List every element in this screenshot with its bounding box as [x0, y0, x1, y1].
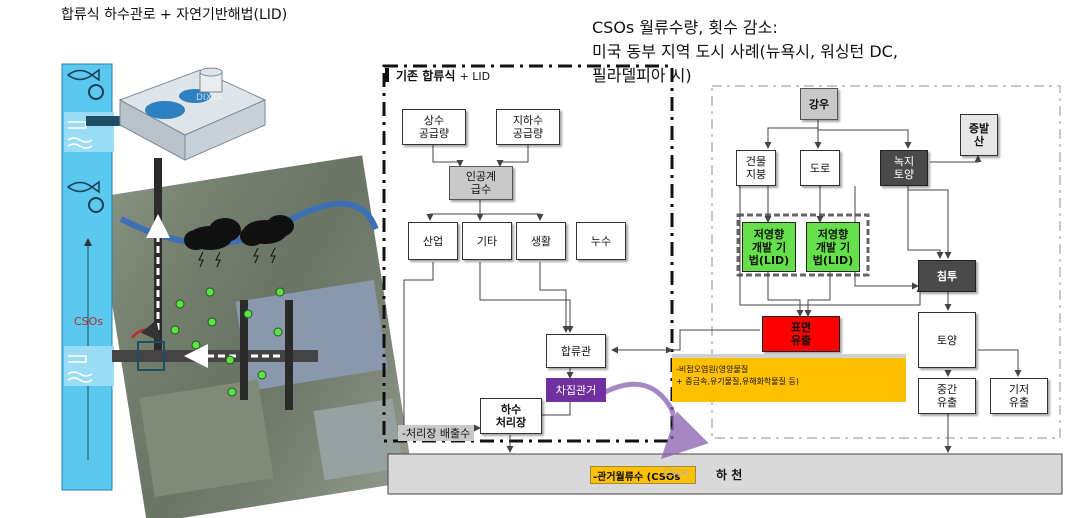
- lid-node-1: 저영향 개발 기 법(LID): [742, 222, 796, 272]
- left-title: 합류식 하수관로 + 자연기반해법(LID): [61, 7, 288, 23]
- fish-icon: [66, 68, 100, 194]
- frame-title-marker: [385, 68, 389, 82]
- header-line-1: CSOs 월류수량, 횟수 감소:: [592, 18, 778, 37]
- pollutant-note-line1: -비점오염원(영양물질: [676, 365, 749, 374]
- header-line-3: 필라델피아 시): [592, 66, 692, 85]
- lid-point-icon: [170, 287, 285, 397]
- infiltration-node: 침투: [918, 260, 976, 292]
- evaporation-node: 증발 산: [960, 114, 998, 156]
- road-node: 도로: [800, 150, 840, 186]
- ground-water-node: 지하수 공급량: [496, 109, 560, 145]
- industry-node: 산업: [408, 222, 458, 260]
- green-soil-node: 녹지 토양: [880, 150, 928, 186]
- discharge-label: -처리장 배출수: [398, 425, 475, 441]
- cso-tag-text: -관거월류수 (CSOs: [593, 472, 681, 483]
- intercept-pipe-node: 차집관거: [546, 378, 606, 402]
- cso-tag-tail: CSOs: [663, 468, 690, 479]
- pollutant-note-line2: + 중금속,유기물질,유해화학물질 등): [676, 377, 800, 386]
- other-node: 기타: [462, 222, 512, 260]
- frame-title-suffix: + LID: [459, 70, 491, 83]
- interflow-node: 중간 유출: [918, 378, 976, 414]
- aerial-map: [95, 155, 414, 518]
- header-line-2: 미국 동부 지역 도시 사례(뉴욕시, 워싱턴 DC,: [592, 42, 898, 61]
- lid-node-2: 저영향 개발 기 법(LID): [806, 222, 860, 272]
- soil-node: 토양: [918, 312, 976, 368]
- combined-pipe-node: 합류관: [546, 334, 606, 368]
- frame-title-text: 기존 합류식: [396, 69, 456, 83]
- surface-runoff-node: 표면 유출: [762, 316, 840, 352]
- leak-node: 누수: [576, 222, 626, 260]
- domestic-node: 생활: [516, 222, 566, 260]
- pollutant-note: -비점오염원(영양물질 + 중금속,유기물질,유해화학물질 등): [672, 358, 906, 402]
- frame-title: 기존 합류식 + LID: [396, 67, 490, 84]
- rain-cloud-icon: [184, 215, 294, 268]
- recycle-icon: [88, 84, 104, 213]
- rain-node: 강우: [800, 88, 838, 120]
- treatment-plant-node: 하수 처리장: [480, 398, 542, 434]
- treatment-plant-icon: [118, 67, 267, 161]
- river-label: 하 천: [716, 468, 743, 482]
- building-roof-node: 건물 지붕: [736, 150, 776, 186]
- cso-label: CSOs: [74, 315, 103, 328]
- watermark: DIXTA: [196, 93, 223, 103]
- water-supply-node: 상수 공급량: [402, 109, 466, 145]
- artificial-supply-node: 인공계 급수: [449, 166, 513, 200]
- cso-tag: -관거월류수 (CSOs CSOs: [590, 466, 696, 484]
- baseflow-node: 기저 유출: [990, 378, 1048, 414]
